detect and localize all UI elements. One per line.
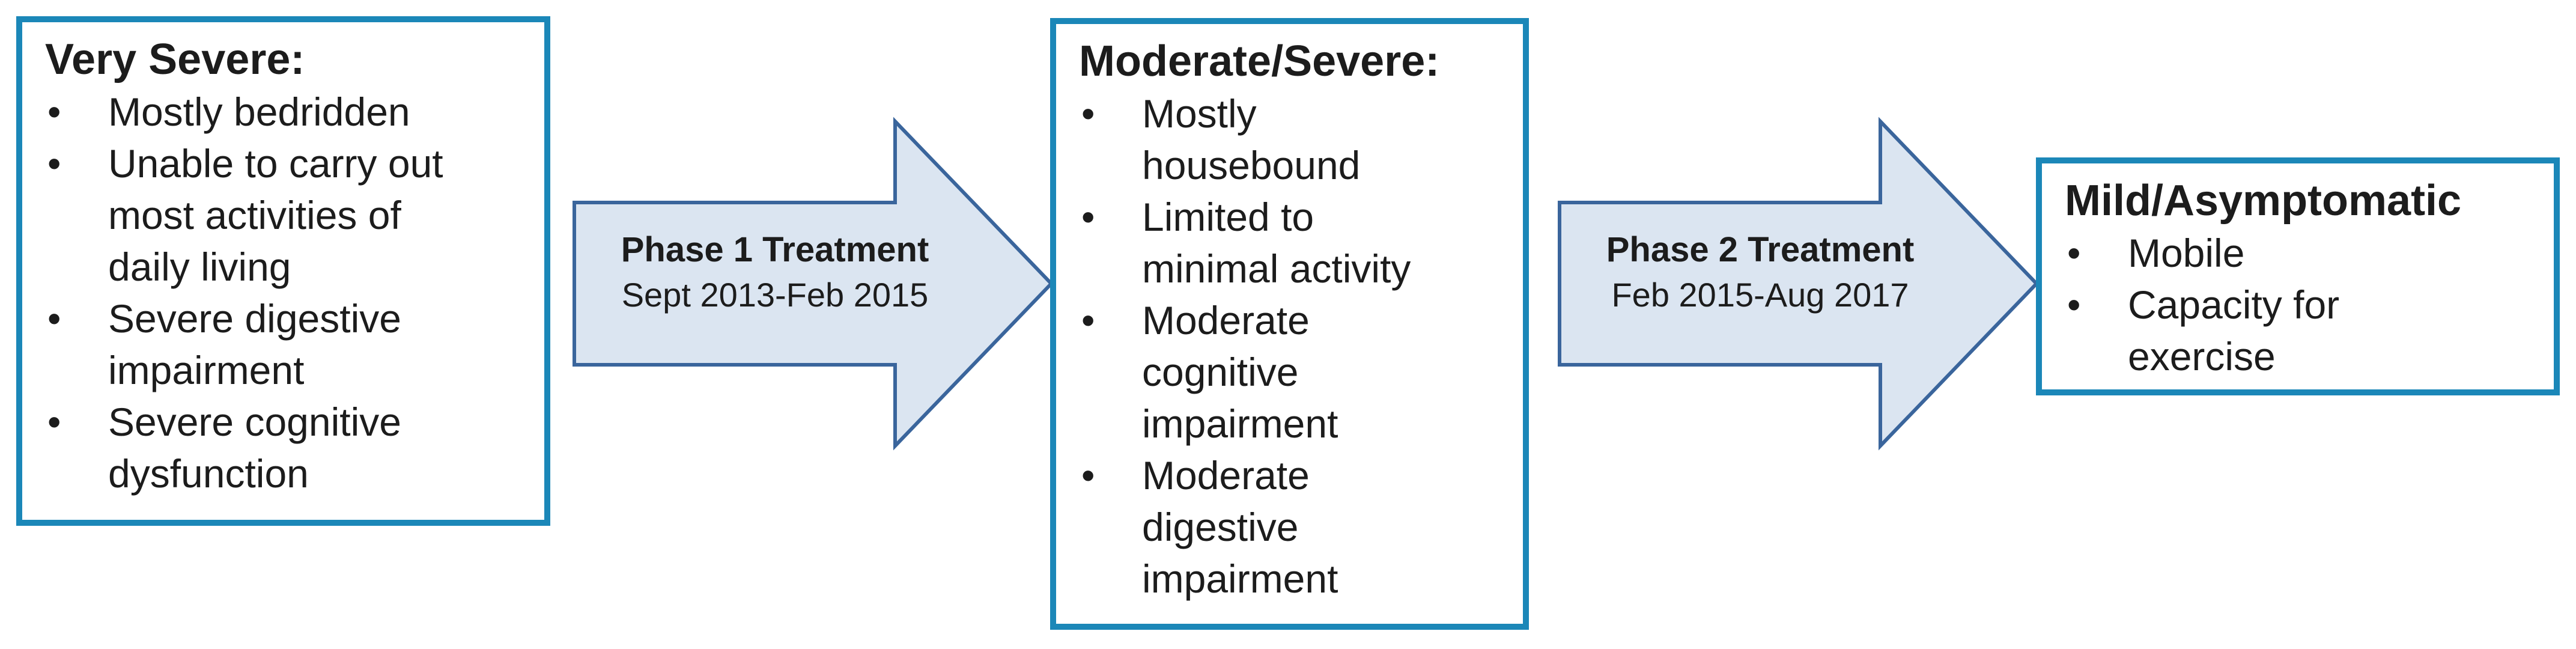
phase-2-arrow: Phase 2 Treatment Feb 2015-Aug 2017: [1556, 114, 2043, 451]
bullet-text: Mobile: [2128, 231, 2245, 275]
list-item: • Limited to minimal activity: [1079, 191, 1508, 294]
list-item: • Moderate digestive impairment: [1079, 449, 1508, 605]
list-item: • Mobile: [2065, 227, 2539, 279]
bullet-text: Mostly housebound: [1142, 91, 1361, 187]
bullet-marker: •: [2067, 283, 2081, 326]
bullet-text: Capacity for exercise: [2128, 282, 2340, 379]
list-item: • Moderate cognitive impairment: [1079, 294, 1508, 449]
phase-2-dates: Feb 2015-Aug 2017: [1611, 276, 1909, 314]
bullet-marker: •: [47, 142, 61, 185]
bullet-marker: •: [47, 400, 61, 443]
stage-title-very-severe: Very Severe:: [45, 35, 305, 84]
list-item: • Severe digestive impairment: [45, 293, 530, 396]
phase-1-title: Phase 1 Treatment: [621, 230, 929, 269]
list-item: • Mostly housebound: [1079, 88, 1508, 191]
list-item: • Capacity for exercise: [2065, 279, 2539, 382]
bullet-text: Unable to carry out most activities of d…: [108, 141, 443, 289]
phase-1-label: Phase 1 Treatment Sept 2013-Feb 2015: [613, 227, 937, 317]
list-item: • Unable to carry out most activities of…: [45, 138, 530, 293]
stage-title-moderate-severe: Moderate/Severe:: [1079, 37, 1440, 85]
stage-box-very-severe: Very Severe: • Mostly bedridden • Unable…: [16, 16, 550, 526]
phase-2-label: Phase 2 Treatment Feb 2015-Aug 2017: [1598, 227, 1922, 317]
bullet-text: Moderate digestive impairment: [1142, 453, 1338, 601]
bullet-marker: •: [47, 90, 61, 133]
right-arrow-shape: [1558, 117, 2040, 451]
list-item: • Severe cognitive dysfunction: [45, 396, 530, 499]
bullet-marker: •: [1081, 195, 1095, 239]
bullet-marker: •: [1081, 454, 1095, 497]
bullet-marker: •: [2067, 231, 2081, 275]
stage-box-moderate-severe: Moderate/Severe: • Mostly housebound • L…: [1050, 18, 1529, 630]
bullet-text: Severe digestive impairment: [108, 296, 401, 392]
list-item: • Mostly bedridden: [45, 86, 530, 138]
bullet-marker: •: [47, 297, 61, 340]
stage-title-mild-asymptomatic: Mild/Asymptomatic: [2065, 177, 2462, 225]
phase-2-title: Phase 2 Treatment: [1606, 230, 1915, 269]
bullet-marker: •: [1081, 92, 1095, 135]
bullet-text: Severe cognitive dysfunction: [108, 400, 401, 496]
stage-box-mild-asymptomatic: Mild/Asymptomatic • Mobile • Capacity fo…: [2036, 157, 2560, 395]
phase-1-arrow: Phase 1 Treatment Sept 2013-Feb 2015: [571, 114, 1057, 451]
bullet-text: Limited to minimal activity: [1142, 195, 1411, 291]
right-arrow-shape: [573, 117, 1054, 451]
bullet-marker: •: [1081, 299, 1095, 342]
bullet-text: Mostly bedridden: [108, 90, 410, 134]
phase-1-dates: Sept 2013-Feb 2015: [621, 276, 929, 314]
bullet-text: Moderate cognitive impairment: [1142, 298, 1338, 446]
